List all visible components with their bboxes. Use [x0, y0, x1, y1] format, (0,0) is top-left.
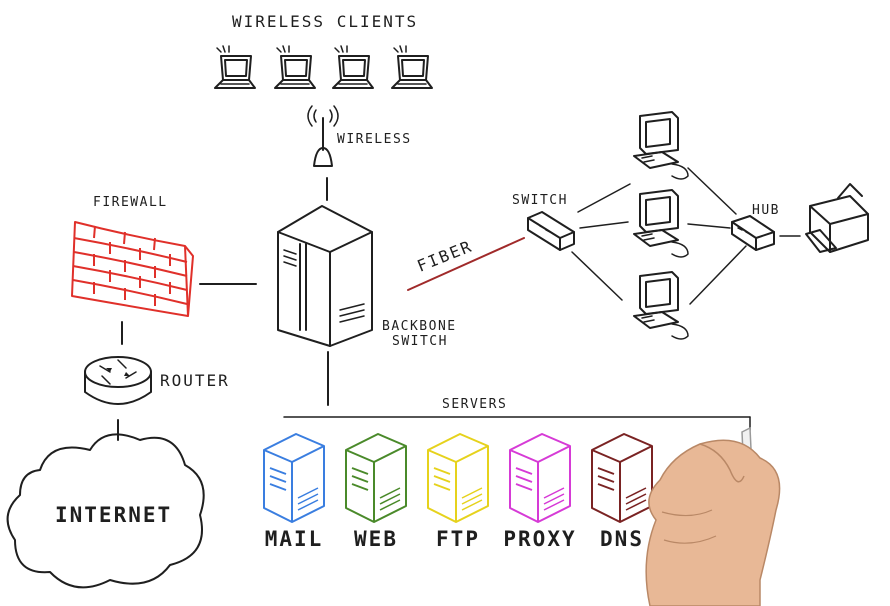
fiber-link: [407, 237, 525, 291]
wireless-label: WIRELESS: [337, 132, 412, 147]
server-icon: [509, 433, 571, 523]
desktop-computer-icon: [633, 189, 689, 258]
fiber-label: FIBER: [414, 236, 475, 275]
backbone-switch-label: BACKBONE: [382, 319, 457, 334]
wireless-clients-group: [214, 45, 433, 89]
cloud-icon: [6, 433, 205, 589]
firewall-icon: [71, 221, 194, 317]
hub-icon: [731, 215, 775, 251]
firewall-label: FIREWALL: [93, 195, 168, 210]
switch-link: [577, 183, 631, 213]
desktop-computer-icon: [633, 111, 689, 180]
laptop-icon: [214, 45, 256, 89]
router-label: ROUTER: [160, 371, 230, 390]
switch-label: SWITCH: [512, 193, 568, 208]
laptop-icon: [274, 45, 316, 89]
server-label: DNS: [600, 527, 644, 551]
server-icon: [345, 433, 407, 523]
server-label: WEB: [354, 527, 398, 551]
laptop-icon: [332, 45, 374, 89]
backbone-switch-label-line2: SWITCH: [392, 334, 448, 349]
server-icon: [427, 433, 489, 523]
server-label: FTP: [436, 527, 480, 551]
server-label: MAIL: [265, 527, 324, 551]
hub-link: [687, 167, 737, 215]
server-icon: [263, 433, 325, 523]
server-label: PROXY: [503, 527, 576, 551]
hub-link: [687, 223, 731, 229]
hub-link: [689, 245, 747, 305]
laptop-icon: [391, 45, 433, 89]
server-rack-icon: [277, 205, 373, 347]
hub-label: HUB: [752, 203, 780, 218]
desktop-computer-icon: [633, 271, 689, 340]
printer-icon: [805, 183, 869, 253]
router-icon: [84, 356, 152, 405]
wireless-clients-label: WIRELESS CLIENTS: [232, 12, 418, 31]
internet-label: INTERNET: [55, 503, 172, 527]
antenna-icon: [307, 105, 339, 167]
servers-label: SERVERS: [442, 397, 507, 412]
switch-link: [579, 221, 629, 229]
server-icon: [591, 433, 653, 523]
switch-icon: [527, 211, 575, 251]
servers-row: MAIL WEB FTP PROXY DNS: [263, 433, 653, 551]
switch-link: [571, 251, 623, 301]
hand-icon: [645, 426, 781, 606]
